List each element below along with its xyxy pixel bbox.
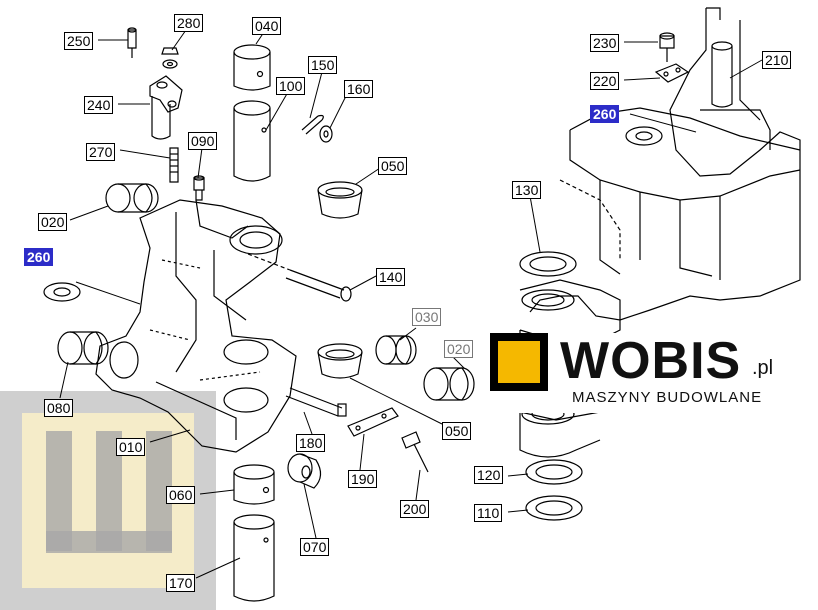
- label-160: 160: [344, 80, 374, 98]
- part-140-pin: [247, 253, 352, 302]
- part-080-bushing: [57, 331, 109, 365]
- label-260-left: 260: [24, 248, 54, 266]
- part-070-bushing: [287, 453, 322, 489]
- label-190: 190: [348, 470, 378, 488]
- brand-name: WOBIS: [560, 332, 742, 390]
- part-200-bolt: [401, 431, 429, 473]
- part-280-nut: [161, 47, 179, 69]
- part-060-bushing: [233, 464, 275, 505]
- part-210-pin: [711, 41, 733, 108]
- label-020-left: 020: [38, 213, 68, 231]
- label-130: 130: [512, 181, 542, 199]
- label-010: 010: [116, 438, 146, 456]
- part-120-washer: [525, 459, 583, 485]
- label-270: 270: [86, 143, 116, 161]
- part-110-washer: [525, 495, 583, 521]
- label-210: 210: [762, 51, 792, 69]
- part-030-bushing: [375, 335, 417, 365]
- label-260-right: 260: [590, 105, 620, 123]
- label-030: 030: [412, 308, 442, 326]
- label-120: 120: [474, 466, 504, 484]
- brand-mark-icon: [490, 333, 548, 391]
- label-040: 040: [252, 17, 282, 35]
- label-090: 090: [188, 132, 218, 150]
- part-040-bushing: [233, 44, 271, 91]
- part-100-pin: [233, 100, 271, 182]
- label-100: 100: [276, 77, 306, 95]
- part-260-washer-right: [625, 126, 663, 146]
- label-080: 080: [44, 399, 74, 417]
- brand-logo: WOBIS .pl MASZYNY BUDOWLANE: [490, 332, 790, 413]
- part-090-fitting: [193, 175, 205, 201]
- part-170-pin: [233, 514, 275, 602]
- part-220-plate: [654, 63, 690, 83]
- label-060: 060: [166, 486, 196, 504]
- label-140: 140: [376, 268, 406, 286]
- label-170: 170: [166, 574, 196, 592]
- part-260-washer: [43, 282, 81, 302]
- part-130-washer: [519, 251, 577, 277]
- leader-lines: [59, 29, 763, 579]
- label-110: 110: [474, 504, 503, 522]
- label-280: 280: [174, 14, 204, 32]
- label-020-right: 020: [444, 340, 474, 358]
- part-250-bolt: [127, 27, 137, 58]
- part-180-pin: [285, 387, 347, 417]
- part-050-bushing: [317, 181, 363, 219]
- label-050-top: 050: [378, 157, 408, 175]
- label-070: 070: [300, 538, 330, 556]
- part-010-swing-bracket: [95, 199, 297, 453]
- label-230: 230: [590, 34, 620, 52]
- part-240-bracket: [149, 75, 183, 140]
- part-190-plate: [347, 407, 399, 437]
- part-150-pin: [301, 114, 324, 135]
- label-150: 150: [308, 56, 338, 74]
- part-050-bushing-lower: [317, 343, 363, 379]
- label-240: 240: [84, 96, 114, 114]
- label-250: 250: [64, 32, 94, 50]
- part-270-stud: [169, 147, 179, 183]
- part-020-bushing: [105, 183, 159, 213]
- brand-tld: .pl: [752, 357, 774, 379]
- part-230-bolt: [659, 32, 675, 62]
- label-050-lower: 050: [442, 422, 472, 440]
- label-220: 220: [590, 72, 620, 90]
- label-180: 180: [296, 434, 326, 452]
- part-020-bushing-right: [423, 367, 475, 401]
- brand-tagline: MASZYNY BUDOWLANE: [572, 389, 763, 406]
- part-160-washer: [319, 125, 333, 143]
- label-200: 200: [400, 500, 430, 518]
